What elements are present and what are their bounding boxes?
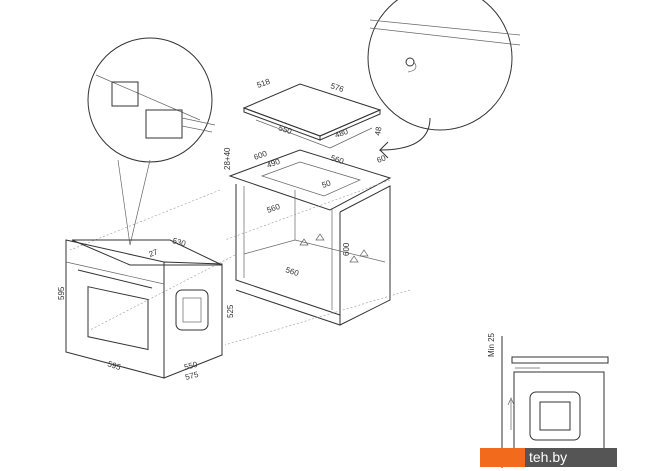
cabinet — [228, 149, 392, 326]
dim-rear-gap: 60 — [376, 153, 388, 165]
hob — [242, 83, 382, 149]
dim-hob-height: 48 — [373, 125, 384, 136]
dim-oven-width: 595 — [106, 359, 122, 372]
oven — [65, 239, 223, 379]
guide-lines — [69, 179, 411, 346]
dim-cabinet-inner-width: 560 — [284, 265, 300, 278]
dim-cabinet-height: 600 — [342, 242, 351, 256]
dim-oven-total-width: 575 — [184, 370, 200, 382]
watermark-text: teh.by — [525, 448, 617, 467]
dim-vent: 50 — [321, 178, 333, 190]
dim-oven-depth: 530 — [171, 236, 187, 248]
dim-min-gap: Min 25 — [487, 332, 496, 357]
watermark-logo: teh.by — [480, 448, 617, 467]
dim-top-width: 560 — [329, 153, 345, 166]
dim-top-depth: 600 — [253, 149, 269, 162]
dim-top-cutout: 490 — [266, 157, 282, 170]
dim-hob-cutout-width: 480 — [334, 127, 350, 140]
dim-worktop: 28+40 — [223, 147, 232, 170]
dim-niche-height: 525 — [226, 304, 235, 318]
dim-oven-body-width: 550 — [183, 360, 199, 372]
watermark-accent — [480, 448, 525, 467]
dim-hob-cutout-depth: 550 — [277, 123, 293, 136]
arrow-icon — [378, 117, 431, 159]
dim-cable: 27 — [148, 247, 160, 259]
dim-hob-depth: 518 — [256, 77, 272, 90]
connector-callout — [87, 37, 216, 246]
dim-hob-width: 576 — [329, 81, 345, 94]
dim-cabinet-inner-depth: 560 — [266, 202, 282, 215]
socket-callout — [367, 0, 521, 131]
dim-oven-height: 595 — [57, 286, 66, 300]
